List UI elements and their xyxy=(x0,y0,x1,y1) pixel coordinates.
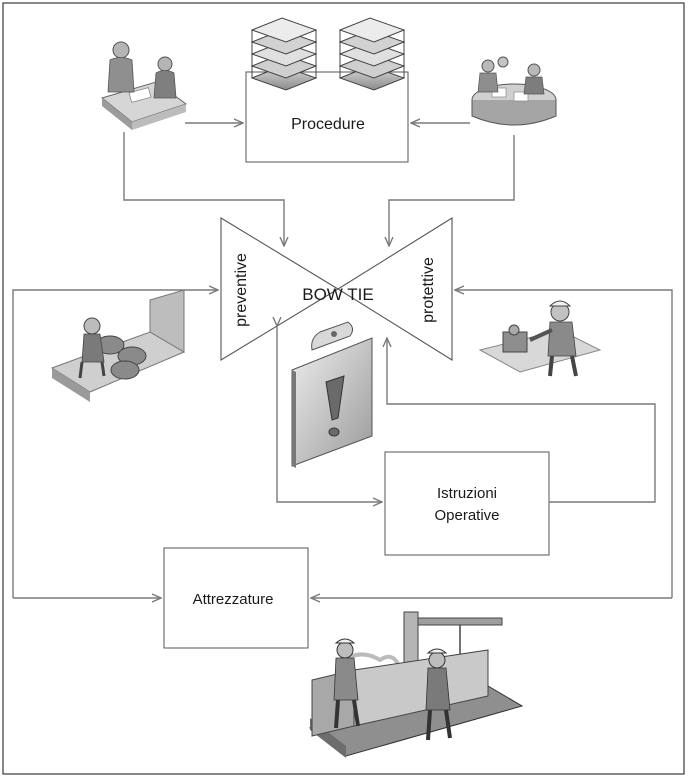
worker-machine-icon xyxy=(478,300,602,377)
group-meeting-icon xyxy=(471,56,557,126)
protettive-triangle xyxy=(336,217,453,361)
documents-stack-icon xyxy=(250,17,406,91)
procedure-label: Procedure xyxy=(291,116,365,133)
istruzioni-label-line1: Istruzioni xyxy=(437,485,497,502)
worker-machinery-icon xyxy=(50,289,186,402)
bow-tie-label: BOW TIE xyxy=(302,285,373,304)
arrow-meeting-to-preventive xyxy=(123,132,284,246)
istruzioni-box: Istruzioni Operative xyxy=(384,451,550,556)
clipboard-warning-icon xyxy=(291,321,373,468)
attrezzature-box: Attrezzature xyxy=(163,547,309,649)
istruzioni-label-line2: Operative xyxy=(434,507,499,524)
arrow-preventive-to-istruzioni xyxy=(277,326,382,502)
arrow-loop-to-preventive xyxy=(12,290,218,598)
connectors xyxy=(12,123,673,598)
arrow-loop-to-protettive xyxy=(455,290,673,598)
protettive-label: protettive xyxy=(420,257,437,323)
bow-tie: BOW TIE preventive protettive xyxy=(220,217,453,361)
arrow-istruzioni-to-protettive xyxy=(387,338,656,503)
workers-industrial-scene-icon xyxy=(308,611,524,758)
preventive-label: preventive xyxy=(233,253,250,327)
attrezzature-label: Attrezzature xyxy=(193,591,274,608)
meeting-icon xyxy=(100,41,188,130)
arrow-group-to-protettive xyxy=(389,135,515,246)
